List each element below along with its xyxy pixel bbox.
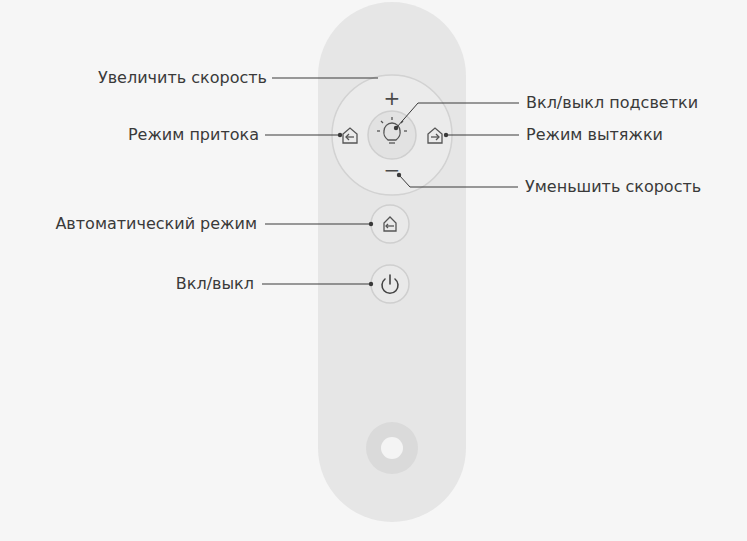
button-symbol: − (382, 160, 402, 180)
power-icon (382, 275, 398, 293)
supply-icon (343, 128, 357, 143)
button-label: Вкл/выкл (176, 274, 254, 294)
auto-icon (384, 217, 396, 231)
button-label: Уменьшить скорость (525, 177, 701, 197)
remote-body (318, 2, 466, 522)
leader-lines (262, 78, 519, 284)
exhaust-icon (428, 128, 442, 143)
button-label: Режим вытяжки (526, 125, 663, 145)
leader-dots (338, 126, 448, 286)
lanyard-hole (366, 422, 418, 474)
power-button (371, 265, 409, 303)
dpad-ring (332, 75, 452, 195)
button-label: Автоматический режим (55, 214, 257, 234)
light-button (368, 111, 416, 159)
button-label: Увеличить скорость (98, 68, 267, 88)
button-label: Режим притока (128, 125, 259, 145)
lanyard-hole-inner (381, 437, 403, 459)
button-symbol: + (382, 88, 402, 108)
auto-button (371, 205, 409, 243)
button-label: Вкл/выкл подсветки (526, 93, 698, 113)
